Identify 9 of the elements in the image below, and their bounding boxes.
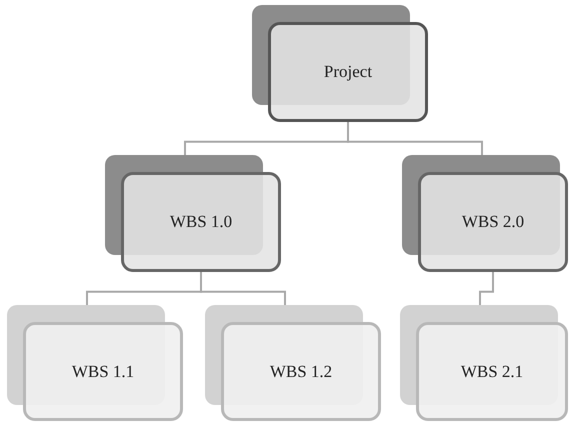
node-label: WBS 2.0 xyxy=(462,212,524,232)
connector-line xyxy=(200,272,286,305)
connector-line xyxy=(479,272,494,305)
connector-line xyxy=(347,122,483,155)
node-label: Project xyxy=(324,62,372,82)
node-label: WBS 1.0 xyxy=(170,212,232,232)
node-label: WBS 1.1 xyxy=(72,362,134,382)
node-label: WBS 1.2 xyxy=(270,362,332,382)
node-label: WBS 2.1 xyxy=(460,362,524,382)
